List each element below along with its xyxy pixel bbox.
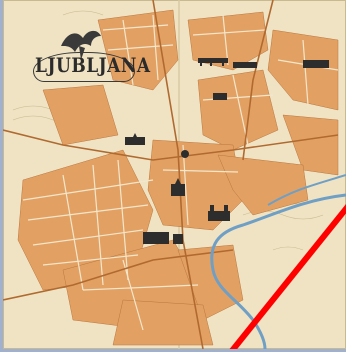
building-icon	[213, 93, 227, 100]
building-icon	[233, 62, 257, 68]
castle-icon	[208, 205, 230, 221]
city-blocks	[17, 9, 339, 346]
map-title: LJUBLJANA	[35, 54, 151, 78]
river-branch	[267, 174, 346, 206]
river-ljubljanica	[210, 193, 346, 349]
building-icon	[303, 60, 329, 68]
building-icon	[181, 150, 189, 158]
landmark-icons	[125, 58, 329, 244]
red-annotation-line	[229, 203, 346, 349]
ljubljana-map[interactable]: LJUBLJANA	[3, 0, 346, 349]
street-grid	[22, 14, 339, 331]
railway-icon	[198, 58, 228, 66]
church-icon	[171, 178, 185, 196]
map-drawing	[3, 0, 346, 349]
church-icon	[125, 133, 145, 145]
main-roads	[3, 0, 339, 349]
building-icon	[143, 232, 183, 244]
